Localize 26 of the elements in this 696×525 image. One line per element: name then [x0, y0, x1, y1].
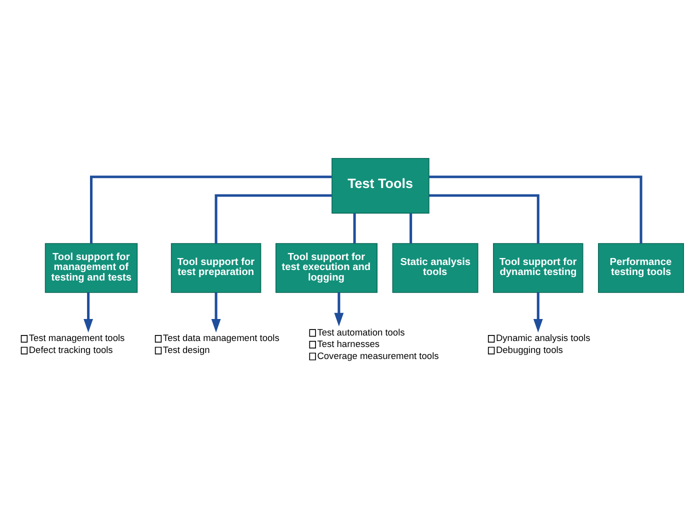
node-label: Debugging tools	[496, 344, 563, 355]
arrow	[334, 292, 344, 326]
connector	[410, 213, 412, 244]
node-box: Tool support for test preparation	[170, 243, 262, 293]
node-label: Dynamic analysis tools	[496, 333, 590, 344]
node-box: Tool support for test execution and logging	[275, 243, 378, 293]
node-label: Test management tools	[28, 333, 125, 344]
node-box: Tool support for dynamic testing	[493, 243, 584, 293]
node-label: Test harnesses	[317, 339, 380, 350]
arrow	[211, 292, 221, 332]
connector	[429, 194, 540, 244]
arrow	[533, 292, 543, 332]
connector	[353, 213, 356, 244]
arrow	[84, 292, 94, 332]
connector	[429, 176, 642, 244]
node-label: Test data management tools	[162, 333, 280, 344]
node-box: Performance testing tools	[598, 243, 684, 293]
node-box: Test Tools	[332, 158, 430, 214]
node-label: Coverage measurement tools	[317, 350, 439, 361]
connector	[214, 194, 332, 244]
node-box: Tool support for management of testing and tests	[44, 243, 138, 293]
node-label: Defect tracking tools	[28, 344, 113, 355]
node-label: Test design	[162, 344, 210, 355]
node-box: Static analysis tools	[392, 243, 478, 293]
node-label: Test automation tools	[317, 327, 405, 338]
connector	[90, 176, 332, 244]
